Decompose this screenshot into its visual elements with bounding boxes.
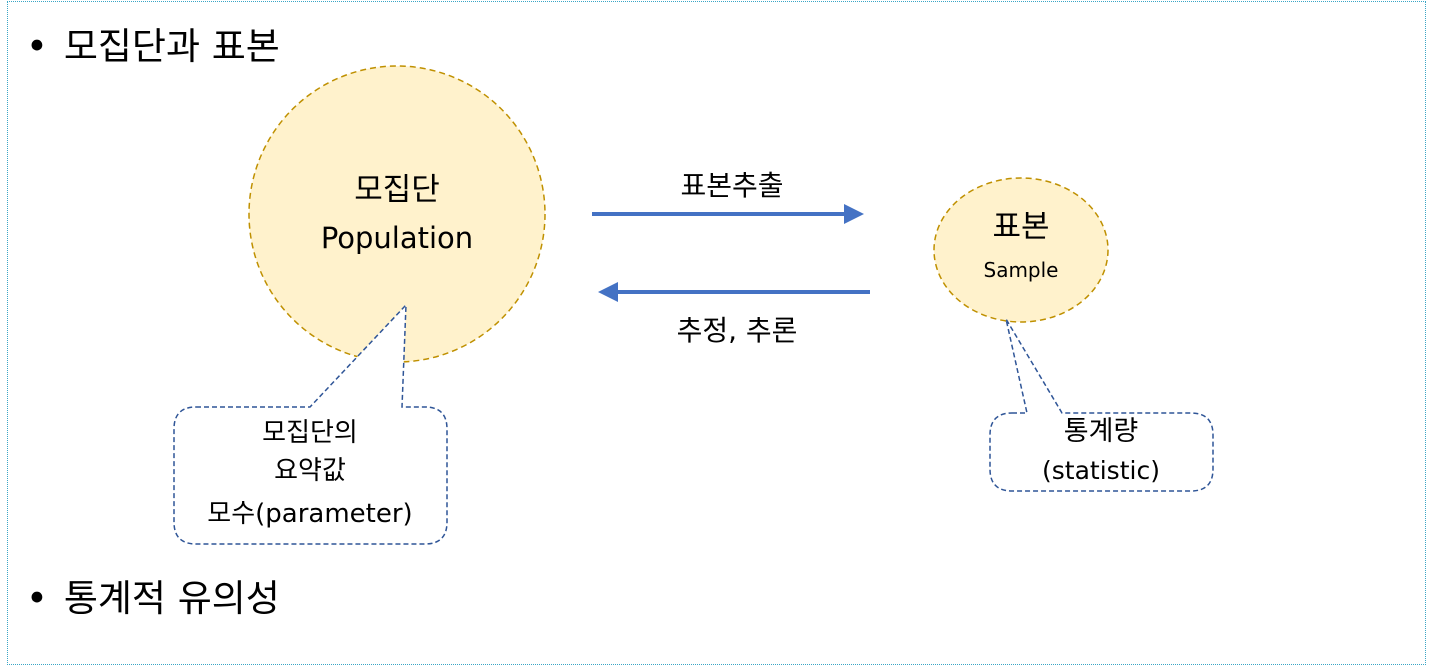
sample-subtitle: Sample [983,258,1059,282]
sample-circle [933,177,1109,323]
slide-frame [7,1,1426,665]
sample-title: 표본 [992,209,1050,245]
inference-arrow-label: 추정, 추론 [676,314,798,347]
bullet-icon: • [26,25,48,68]
sample-callout-line-1: 통계량 [1063,416,1139,447]
population-callout [173,303,448,545]
population-callout-line-3: 모수(parameter) [207,499,413,529]
bullet-text: 모집단과 표본 [63,25,280,68]
population-subtitle: Population [320,221,474,255]
sample-callout [989,318,1214,492]
sample-callout-line-2: (statistic) [1042,456,1160,485]
bullet-icon: • [26,577,48,620]
bullet-population-and-sample: • 모집단과 표본 [26,28,280,65]
bullet-text: 통계적 유의성 [63,577,280,620]
population-callout-line-1: 모집단의 [262,418,358,448]
population-callout-line-2: 요약값 [274,456,346,486]
population-title: 모집단 [354,172,440,208]
sampling-arrow-label: 표본추출 [680,169,784,202]
bullet-statistical-significance: • 통계적 유의성 [26,580,280,617]
